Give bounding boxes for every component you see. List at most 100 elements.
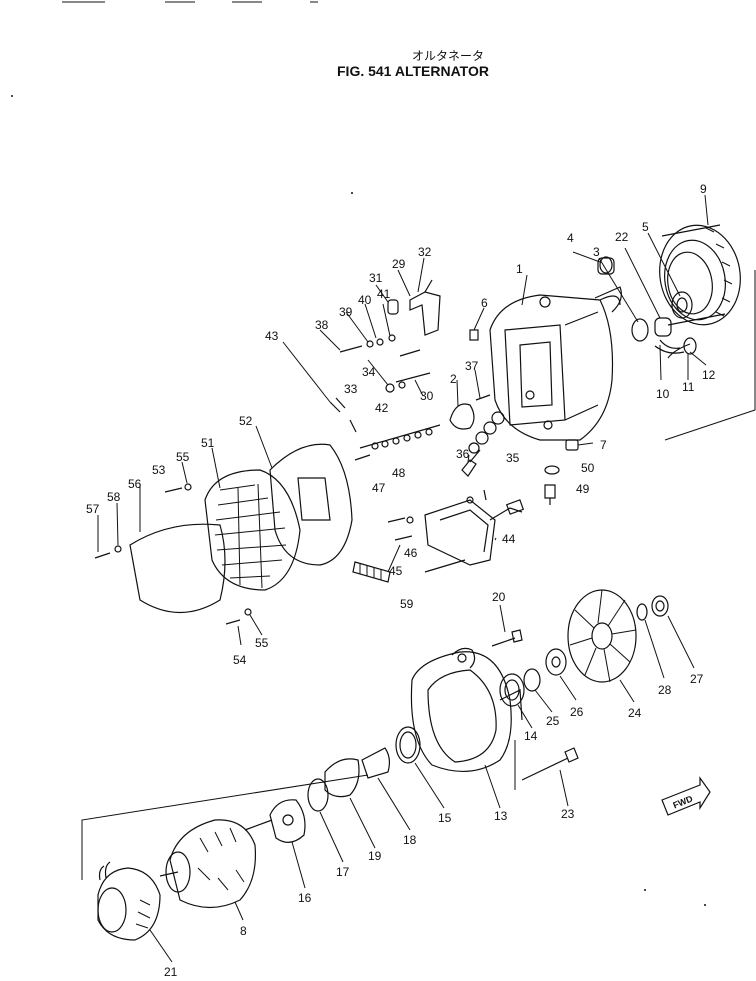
collar-part (654, 317, 672, 337)
part-number-labels: 1 2 3 4 5 6 7 8 9 10 11 12 13 14 15 16 1… (86, 182, 716, 979)
spacer-sleeve-18-part (361, 747, 391, 779)
part-label: 50 (581, 461, 595, 475)
part-label: 36 (456, 447, 470, 461)
gasket-window (297, 477, 331, 521)
screw-54-part (225, 619, 241, 625)
front-bearing-part (499, 673, 525, 707)
plate-19-part (324, 758, 360, 798)
part-label: 38 (315, 318, 329, 332)
part-label: 18 (403, 833, 417, 847)
screw-43b-part (349, 419, 357, 433)
spacer-part (631, 318, 649, 342)
fwd-label: FWD (671, 793, 694, 810)
part-label: 31 (369, 271, 383, 285)
bushing-part (599, 256, 613, 274)
upper-leader-lines (97, 194, 709, 646)
part-label: 41 (377, 287, 391, 301)
washer-28-part (636, 603, 648, 621)
part-label: 40 (358, 293, 372, 307)
part-label: 55 (255, 636, 269, 650)
bolt-49-part (544, 484, 556, 505)
pulley-nut-hole (655, 600, 665, 612)
part-label: 1 (516, 262, 523, 276)
nut-7-part (565, 439, 579, 451)
part-label: 8 (240, 924, 247, 938)
cap-part (449, 403, 475, 430)
part-label: 22 (615, 230, 629, 244)
screw-37-part (475, 394, 491, 401)
bearing-part (671, 291, 693, 319)
part-label: 19 (368, 849, 382, 863)
part-label: 49 (576, 482, 590, 496)
part-label: 43 (265, 329, 279, 343)
regulator-part (424, 489, 525, 566)
left-bracket-line (81, 774, 369, 880)
screw-34-part (399, 349, 421, 357)
part-label: 7 (600, 438, 607, 452)
part-label: 28 (658, 683, 672, 697)
lead-wires-part (654, 339, 691, 359)
part-label: 37 (465, 359, 479, 373)
grommet-part (683, 337, 697, 355)
terminal-nut-part (469, 329, 479, 341)
diode-stack-part (461, 411, 505, 477)
part-label: 32 (418, 245, 432, 259)
insulator-part (387, 299, 399, 315)
front-bearing-inner (504, 679, 520, 701)
nut-41-part (388, 334, 396, 342)
stator-ring-part (659, 224, 741, 326)
part-label: 10 (656, 387, 670, 401)
part-label: 24 (628, 706, 642, 720)
lower-leader-lines (149, 604, 695, 963)
screw-57-part (94, 552, 111, 559)
part-label: 47 (372, 481, 386, 495)
bracket-tab (424, 279, 433, 293)
part-label: 29 (392, 257, 406, 271)
washer-50-part (544, 465, 560, 475)
forward-direction-indicator: FWD (661, 776, 711, 816)
end-plate-16-hole (282, 814, 294, 826)
part-label: 23 (561, 807, 575, 821)
part-label: 45 (389, 564, 403, 578)
part-label: 13 (494, 809, 508, 823)
part-label: 59 (400, 597, 414, 611)
scan-speck (11, 95, 13, 97)
washer-39-part (366, 340, 374, 348)
rotor-part (159, 819, 273, 909)
washer-40-part (376, 338, 384, 346)
part-label: 53 (152, 463, 166, 477)
retainer-15-part (395, 726, 421, 764)
washer-58-part (114, 545, 122, 553)
part-label: 5 (642, 220, 649, 234)
part-label: 11 (682, 380, 695, 394)
terminal-strip-pins (359, 564, 382, 580)
washer-26-part (545, 648, 567, 676)
scan-speck (351, 192, 353, 194)
part-label: 42 (375, 401, 389, 415)
washer-55b-part (244, 608, 252, 616)
part-label: 34 (362, 365, 376, 379)
scan-speck (704, 904, 706, 906)
cooling-fan-part (567, 589, 637, 683)
part-label: 3 (593, 245, 600, 259)
screw-46-part (424, 559, 466, 573)
front-housing-part (410, 647, 523, 773)
washer-row-42-part (354, 424, 441, 461)
screw-45-part (394, 535, 413, 541)
part-label: 55 (176, 450, 190, 464)
reference-bracket-line (664, 270, 756, 441)
washer-26-hole (551, 656, 561, 668)
washer-48-part (406, 516, 414, 524)
part-label: 52 (239, 414, 253, 428)
part-label: 51 (201, 436, 215, 450)
part-label: 57 (86, 502, 100, 516)
part-label: 33 (344, 382, 358, 396)
part-label: 2 (450, 372, 457, 386)
washer-55-part (184, 483, 192, 491)
part-label: 44 (502, 532, 516, 546)
part-label: 15 (438, 811, 452, 825)
scan-speck (644, 889, 646, 891)
part-label: 48 (392, 466, 406, 480)
terminal-bracket-part (409, 291, 441, 336)
gasket-plate-part (269, 443, 353, 566)
